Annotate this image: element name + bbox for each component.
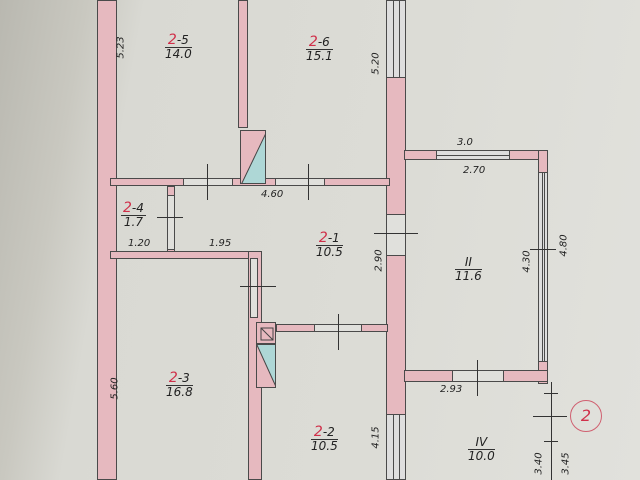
wall-h-mid [110, 251, 262, 259]
tick [338, 314, 339, 350]
room-IV: IV 10.0 [468, 435, 495, 463]
window-II-top [436, 150, 510, 160]
line-IV-right [551, 382, 552, 480]
wall-2-5-2-6 [238, 0, 248, 128]
dim-3-45: 3.45 [560, 452, 572, 475]
dim-5-20: 5.20 [370, 52, 382, 75]
door-II-bottom [452, 370, 504, 382]
tick [533, 416, 567, 417]
wall-left-outer [97, 0, 117, 480]
room-II: II 11.6 [455, 255, 482, 283]
door-2-1-to-II [386, 214, 406, 256]
dim-3-40: 3.40 [533, 452, 545, 475]
room-2-3: 2-3 16.8 [166, 370, 193, 399]
window-bottom-right [386, 414, 406, 480]
dim-1-20: 1.20 [128, 238, 151, 249]
window-top-right [386, 0, 406, 78]
section-mark-circle: 2 [570, 400, 602, 432]
tick [544, 441, 558, 442]
room-2-5: 2-5 14.0 [165, 32, 192, 61]
tick [207, 164, 208, 200]
tick [530, 249, 556, 250]
door-top-right [275, 178, 325, 186]
tick [240, 286, 276, 287]
dim-4-30: 4.30 [521, 250, 533, 273]
dim-5-60: 5.60 [109, 377, 121, 400]
dim-2-70: 2.70 [463, 165, 486, 176]
door-2-4 [167, 195, 175, 250]
door-top-left [183, 178, 233, 186]
tick [308, 164, 309, 200]
room-2-2: 2-2 10.5 [311, 424, 338, 453]
window-II-right [538, 172, 548, 362]
dim-1-95: 1.95 [209, 238, 232, 249]
tick [157, 217, 183, 218]
door-2-3 [250, 258, 258, 318]
stair-bottom-box [256, 322, 276, 344]
dim-2-90: 2.90 [373, 249, 385, 272]
stair-bottom [256, 344, 276, 388]
room-2-4: 2-4 1.7 [121, 200, 146, 229]
tick [544, 393, 558, 394]
tick [477, 360, 478, 396]
stair-top [240, 130, 266, 184]
dim-5-23: 5.23 [115, 36, 127, 59]
room-2-1: 2-1 10.5 [316, 230, 343, 259]
tick [374, 233, 418, 234]
dim-2-93: 2.93 [440, 384, 463, 395]
room-2-6: 2-6 15.1 [306, 34, 333, 63]
dim-4-80: 4.80 [558, 234, 570, 257]
dim-4-15: 4.15 [370, 426, 382, 449]
dim-3-0: 3.0 [457, 137, 473, 148]
dim-4-60: 4.60 [261, 189, 284, 200]
